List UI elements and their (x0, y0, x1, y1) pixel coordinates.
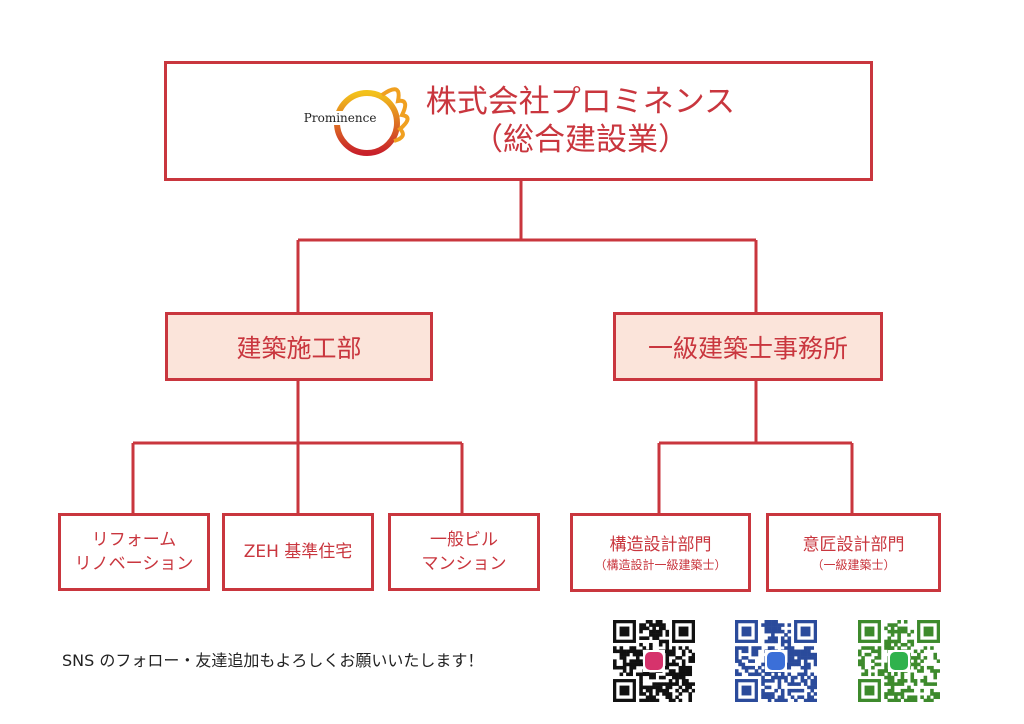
dept-name: 一級建築士事務所 (647, 333, 848, 363)
unit-label: 一般ビル (430, 530, 498, 550)
connector-architect (657, 380, 854, 513)
unit-design: 意匠設計部門 （一級建築士） (766, 513, 941, 592)
unit-label: リフォーム (91, 530, 177, 550)
dept-architect-office: 一級建築士事務所 (613, 312, 883, 381)
logo-text: Prominence (303, 111, 377, 125)
company-subtitle: （総合建設業） (471, 122, 689, 158)
unit-label: マンション (421, 554, 507, 574)
unit-label: リノベーション (74, 554, 194, 574)
connector-construction (131, 380, 464, 513)
unit-note: （構造設計一級建築士） (594, 557, 727, 572)
instagram-icon (645, 652, 663, 670)
unit-label: 構造設計部門 (609, 534, 712, 555)
unit-label: ZEH 基準住宅 (243, 542, 353, 562)
line-qr-code[interactable] (858, 620, 940, 702)
dept-construction: 建築施工部 (165, 312, 433, 381)
line-icon (890, 652, 908, 670)
dept-name: 建築施工部 (236, 333, 362, 363)
unit-zeh: ZEH 基準住宅 (222, 513, 374, 591)
unit-building: 一般ビル マンション (388, 513, 540, 591)
facebook-icon (767, 652, 785, 670)
instagram-qr-code[interactable] (613, 620, 695, 702)
connector-root (296, 180, 758, 312)
facebook-qr-code[interactable] (735, 620, 817, 702)
unit-note: （一級建築士） (811, 557, 896, 572)
prominence-logo: Prominence (302, 81, 412, 161)
sns-message: SNS のフォロー・友達追加もよろしくお願いいたします！ (62, 651, 484, 670)
unit-reform: リフォーム リノベーション (58, 513, 210, 591)
unit-label: 意匠設計部門 (802, 534, 905, 555)
unit-structural: 構造設計部門 （構造設計一級建築士） (570, 513, 751, 592)
company-name: 株式会社プロミネンス (425, 84, 736, 120)
company-box: Prominence 株式会社プロミネンス （総合建設業） (164, 61, 873, 181)
